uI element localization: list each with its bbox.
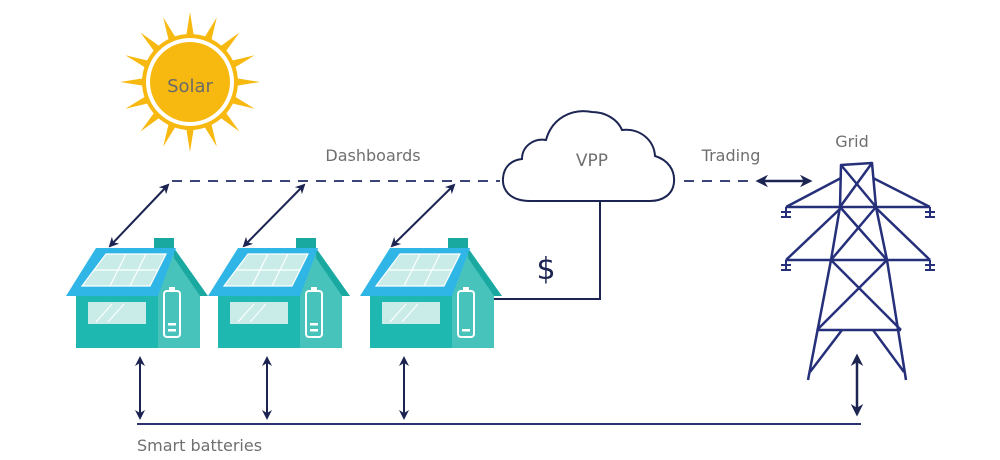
grid-label: Grid <box>835 132 869 151</box>
battery-icon <box>462 329 470 332</box>
dashboards-label: Dashboards <box>325 146 420 165</box>
house-1 <box>65 237 209 349</box>
battery-level-bar <box>462 329 470 332</box>
house1-dashboard-arrow <box>108 183 170 248</box>
battery-level-bar <box>310 329 318 332</box>
house3-dashboard-arrow <box>390 183 456 248</box>
vpp-cloud-icon <box>501 110 676 202</box>
sun-ray <box>231 77 260 87</box>
sun-icon <box>120 12 260 152</box>
battery-icon <box>168 323 176 332</box>
battery-level-bar <box>168 323 176 326</box>
battery-level-bar <box>168 329 176 332</box>
battery-level-bar <box>310 323 318 326</box>
house2-dashboard-arrow <box>242 183 306 248</box>
sun-ray <box>185 12 195 41</box>
trading-label: Trading <box>701 146 761 165</box>
battery-icon <box>310 323 318 332</box>
vpp-label: VPP <box>576 151 608 171</box>
sun-ray <box>185 123 195 152</box>
sun-ray <box>120 77 149 87</box>
solar-label: Solar <box>167 76 213 97</box>
transmission-tower-icon <box>781 161 935 381</box>
house-3 <box>359 237 503 349</box>
sun-disc <box>150 42 230 122</box>
payment-line <box>494 201 601 300</box>
payment-dollar-icon: $ <box>536 252 555 287</box>
smart-batteries-label: Smart batteries <box>137 436 262 455</box>
house-2 <box>207 237 351 349</box>
